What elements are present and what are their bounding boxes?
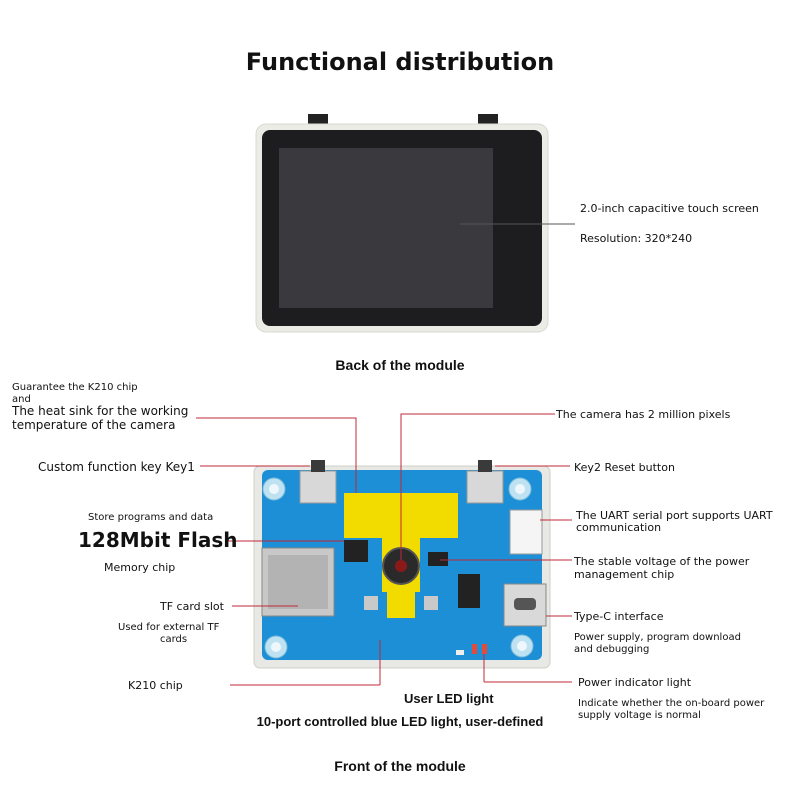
key1-button <box>300 471 336 503</box>
key2-cap <box>478 460 492 472</box>
voltage-label-2: management chip <box>574 568 674 581</box>
back-tab-left <box>308 114 328 124</box>
screen-display <box>279 148 493 308</box>
key1-label: Custom function key Key1 <box>38 461 195 474</box>
ic-chip <box>458 574 480 608</box>
front-module <box>254 460 550 668</box>
key2-button <box>467 471 503 503</box>
screen-label: 2.0-inch capacitive touch screen <box>580 202 759 215</box>
power-desc-label-1: Indicate whether the on-board power <box>578 698 764 710</box>
voltage-label-1: The stable voltage of the power <box>574 555 749 568</box>
back-caption: Back of the module <box>300 357 500 373</box>
flash-label: 128Mbit Flash <box>78 528 238 552</box>
uart-connector <box>510 510 542 554</box>
user-led-label: User LED light <box>404 691 494 706</box>
tf-slot-label: TF card slot <box>160 600 224 613</box>
heat-sink-label-4: temperature of the camera <box>12 419 175 432</box>
key2-label: Key2 Reset button <box>574 461 675 474</box>
k210-pad <box>387 588 415 618</box>
camera-label: The camera has 2 million pixels <box>556 408 730 421</box>
tf-desc-label-2: cards <box>160 634 187 646</box>
memory-label: Memory chip <box>104 561 175 574</box>
heat-sink-label-3: The heat sink for the working <box>12 405 188 418</box>
resolution-label: Resolution: 320*240 <box>580 232 692 245</box>
tf-desc-label-1: Used for external TF <box>118 622 219 634</box>
flash-chip <box>344 540 368 562</box>
power-light-label: Power indicator light <box>578 676 691 689</box>
typec-desc-label-2: and debugging <box>574 644 649 656</box>
key1-cap <box>311 460 325 472</box>
small-component <box>364 596 378 610</box>
uart-label-2: communication <box>576 521 661 534</box>
heat-sink-label-1: Guarantee the K210 chip <box>12 382 138 394</box>
power-chip <box>428 552 448 566</box>
typec-desc-label-1: Power supply, program download <box>574 632 741 644</box>
back-module <box>256 114 548 332</box>
led-desc-label: 10-port controlled blue LED light, user-… <box>220 714 580 729</box>
front-caption: Front of the module <box>300 758 500 774</box>
typec-label: Type-C interface <box>574 610 663 623</box>
user-led <box>456 650 464 655</box>
k210-label: K210 chip <box>128 679 183 692</box>
store-label: Store programs and data <box>88 512 213 524</box>
power-led <box>482 644 487 654</box>
small-component <box>424 596 438 610</box>
power-led <box>472 644 477 654</box>
power-desc-label-2: supply voltage is normal <box>578 710 701 722</box>
back-tab-right <box>478 114 498 124</box>
